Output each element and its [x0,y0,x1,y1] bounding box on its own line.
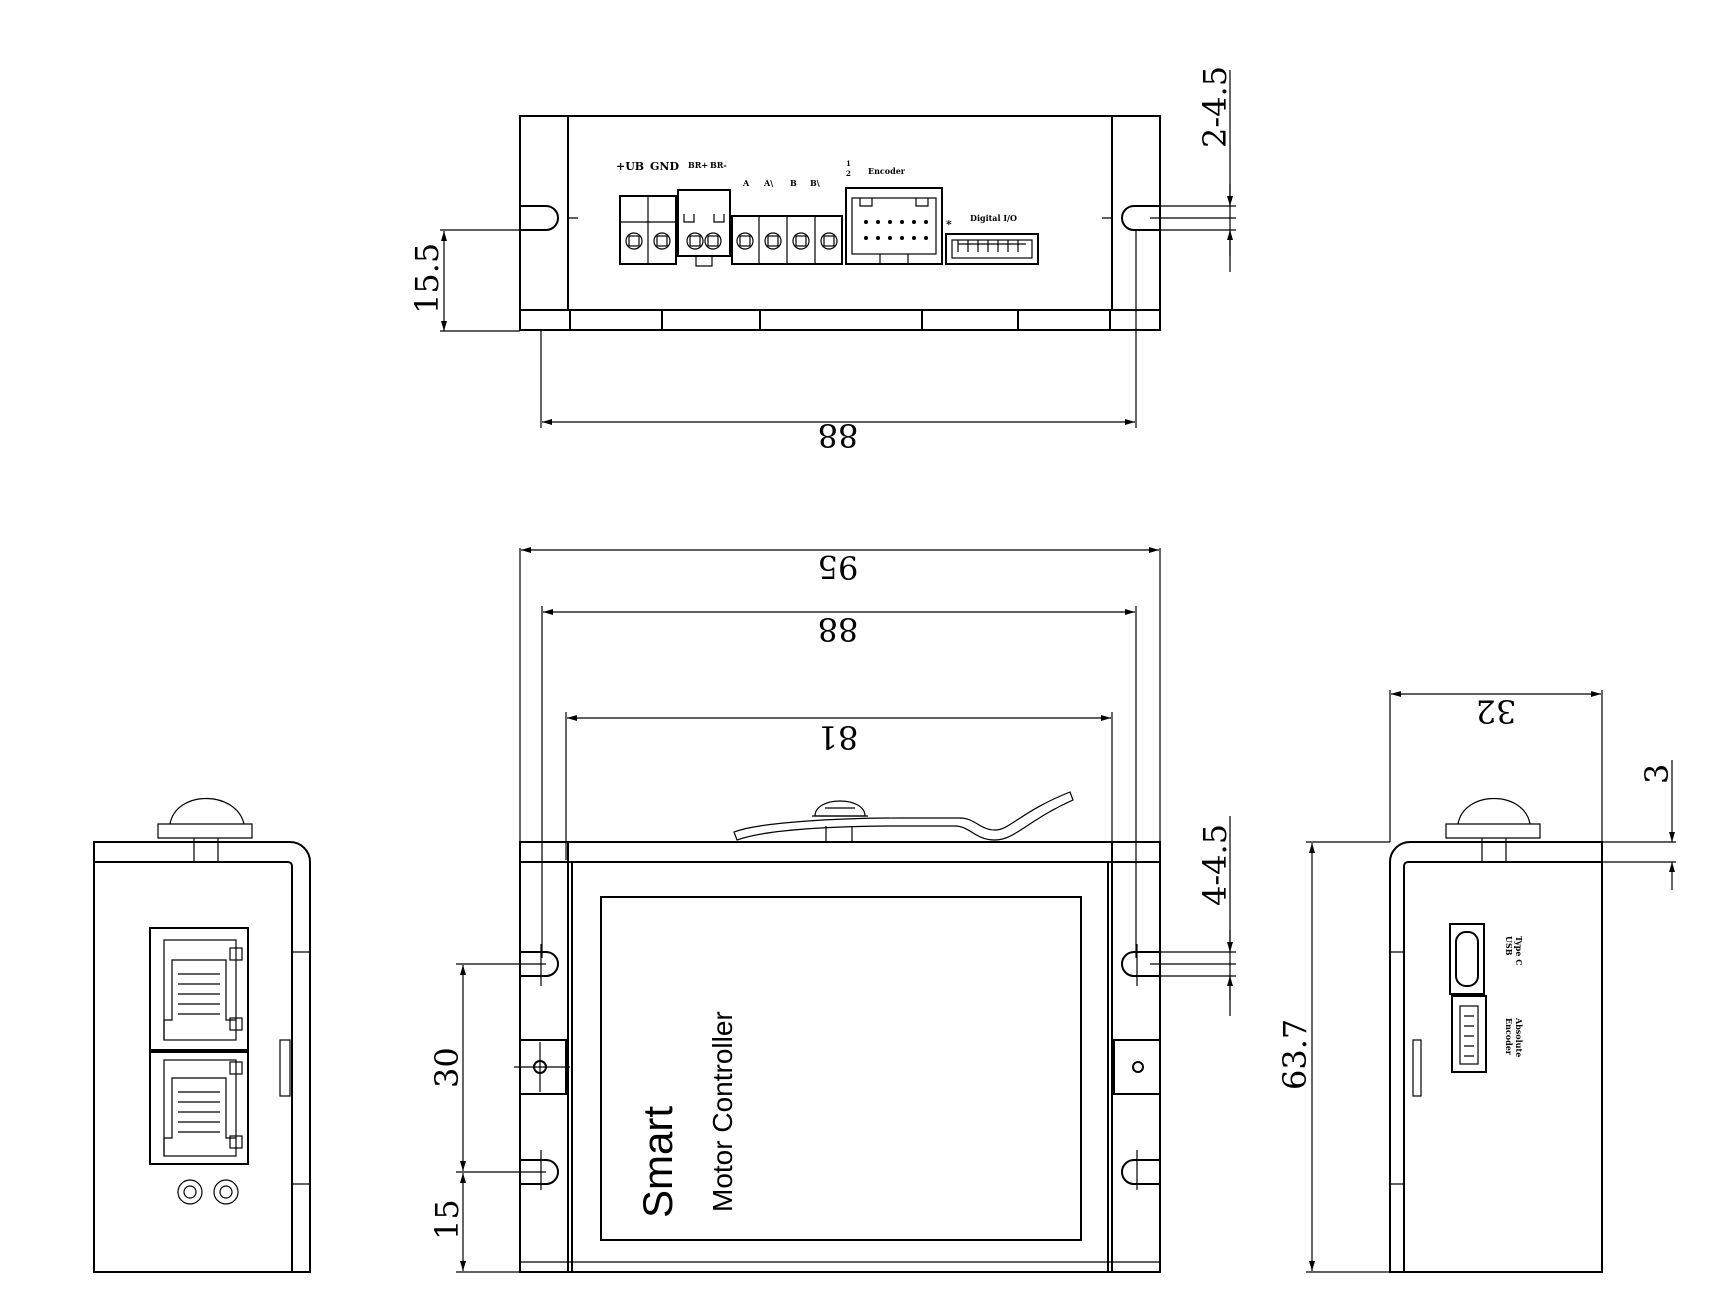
dim-right-height: 63.7 [1276,1019,1314,1090]
label-br-plus: BR+ [688,160,708,170]
led-left [177,1179,203,1205]
brake-connector [677,189,731,267]
slot-lb [520,1159,559,1185]
top-view: +UB GND BR+ BR- A A\ B B\ 1 2 Encoder * … [408,66,1236,454]
label-b-bar: B\ [810,178,820,188]
slot-lt [520,951,559,977]
label-encoder-side: Encoder [1504,1018,1514,1056]
label-star: * [946,218,952,231]
label-a: A [742,178,750,188]
brand-line-2: Motor Controller [707,1011,738,1212]
label-encoder: Encoder [868,166,906,176]
label-usb: USB [1504,936,1514,956]
label-digital-io: Digital I/O [970,213,1017,223]
label-plate [600,896,1082,1241]
label-gnd: GND [650,160,679,173]
front-view: 95 88 81 Smart [428,547,1236,1273]
right-side-view: 32 Type C USB Absolute Encoder 3 63.7 [1276,690,1676,1273]
slot-rt [1121,951,1160,977]
led-right [213,1179,239,1205]
brand-line-1: Smart [634,1106,681,1218]
dim-right-thickness: 3 [1638,764,1676,784]
dim-front-body: 81 [818,718,859,756]
right-slot [1121,205,1160,231]
dim-top-width: 88 [818,416,859,454]
absolute-encoder-port [1451,995,1487,1073]
dim-front-pitch: 30 [428,1047,466,1088]
label-a-bar: A\ [763,178,773,188]
dim-top-holes: 2-4.5 [1196,66,1234,148]
dim-front-offset: 15 [428,1199,466,1240]
digital-io-connector [945,233,1039,265]
label-br-minus: BR- [710,160,727,170]
left-slot [520,205,559,231]
rj45-port-top [149,927,249,1051]
label-type-c: Type C [1514,936,1524,966]
dim-front-holespan: 88 [818,610,859,648]
label-pin-1: 1 [846,159,851,168]
usb-c-port [1449,923,1485,995]
slot-rb [1121,1159,1160,1185]
encoder-connector [845,187,943,265]
dim-right-depth: 32 [1476,692,1517,730]
dim-top-height: 15.5 [408,243,446,314]
dim-front-holes: 4-4.5 [1196,824,1234,906]
dim-front-overall: 95 [818,548,859,586]
left-side-view [93,797,311,1273]
label-pin-2: 2 [846,169,851,178]
rj45-port-bottom [149,1051,249,1165]
ground-screw-right [1132,1061,1144,1073]
label-b: B [790,178,797,188]
label-ub: +UB [616,160,644,173]
label-absolute: Absolute [1514,1017,1524,1057]
cable-clip [733,791,1074,842]
power-connector [619,195,677,265]
motor-connector [731,215,843,265]
